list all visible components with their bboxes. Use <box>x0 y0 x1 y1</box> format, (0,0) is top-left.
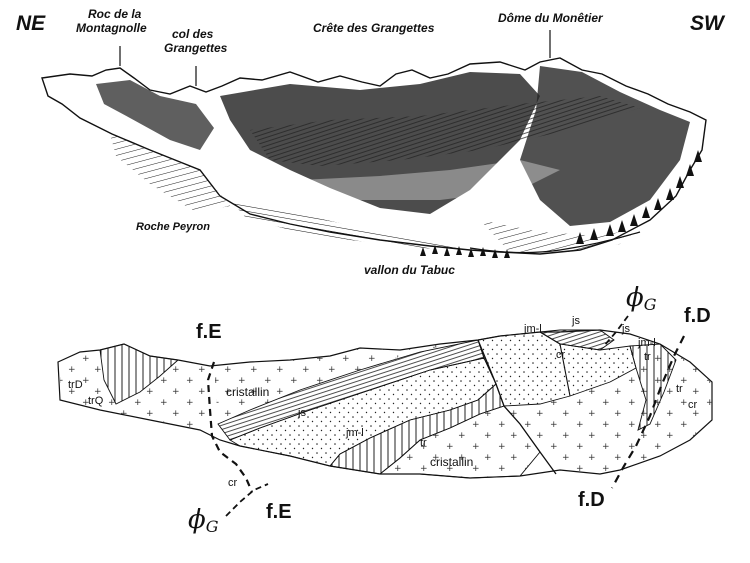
label-js-right: js <box>621 323 630 335</box>
scree-right <box>480 220 640 252</box>
fault-fd-trace <box>611 335 685 489</box>
label-roche-peyron: Roche Peyron <box>136 221 210 233</box>
cliff-band-2 <box>300 160 560 200</box>
fault-fe-trace <box>206 361 254 493</box>
rock-mass-left <box>96 80 214 150</box>
fault-solid-mid <box>539 331 571 397</box>
unit-labels: trD trQ cristallin js jm-l tr cristallin… <box>68 315 698 489</box>
phig-bottom-symbol: ϕ <box>188 505 206 535</box>
thrust-phig-bottom <box>225 483 269 517</box>
unit-cristallin-left <box>60 352 214 430</box>
label-js-top: js <box>571 315 580 327</box>
label-phig-bottom: ϕG <box>188 505 219 536</box>
label-jml-top: jm-l <box>523 323 542 335</box>
valley-stream <box>469 231 641 254</box>
label-phig-top: ϕG <box>626 283 657 314</box>
label-dome: Dôme du Monêtier <box>498 11 604 25</box>
label-fe-top: f.E <box>196 321 222 343</box>
mountain-panorama <box>41 30 707 258</box>
label-cr-right: cr <box>688 399 698 411</box>
label-roc-montagnolle: Roc de la Montagnolle <box>76 7 147 35</box>
phig-top-subscript: G <box>644 295 657 314</box>
label-cristallin-center: cristallin <box>430 455 473 469</box>
scree-center <box>230 200 470 250</box>
label-jml-right: jm-l <box>637 337 656 349</box>
label-js-main: js <box>297 407 306 419</box>
roc-line-1: Roc de la <box>88 7 142 21</box>
label-tr-top: tr <box>644 351 651 363</box>
label-fe-bottom: f.E <box>266 501 292 523</box>
label-trQ: trQ <box>88 395 104 407</box>
label-tr-main: tr <box>420 437 427 449</box>
orientation-sw: SW <box>690 12 726 35</box>
label-trD: trD <box>68 379 83 391</box>
unit-cristallin-mid-left <box>214 340 478 424</box>
col-line-2: Grangettes <box>164 41 228 55</box>
col-line-1: col des <box>172 27 214 41</box>
fault-solid-center <box>477 339 557 475</box>
label-fd-top: f.D <box>684 305 711 327</box>
scree-left <box>110 134 230 212</box>
label-cr-top: cr <box>556 349 566 361</box>
label-jml-main: jm-l <box>345 427 364 439</box>
label-col-grangettes: col des Grangettes <box>164 27 228 55</box>
phig-bottom-subscript: G <box>206 517 219 536</box>
thrust-phig-top <box>603 315 629 347</box>
cliff-band <box>250 96 640 166</box>
geological-section <box>57 315 713 517</box>
label-crete: Crête des Grangettes <box>313 21 435 35</box>
label-tr-right: tr <box>676 383 683 395</box>
label-cristallin-left: cristallin <box>226 385 269 399</box>
phig-top-symbol: ϕ <box>626 283 644 313</box>
unit-tr-right <box>629 343 677 431</box>
orientation-ne: NE <box>16 12 46 35</box>
forest <box>420 150 702 258</box>
label-vallon-tabuc: vallon du Tabuc <box>364 263 455 277</box>
label-cr-bottom: cr <box>228 477 238 489</box>
roc-line-2: Montagnolle <box>76 21 147 35</box>
label-fd-bottom: f.D <box>578 489 605 511</box>
